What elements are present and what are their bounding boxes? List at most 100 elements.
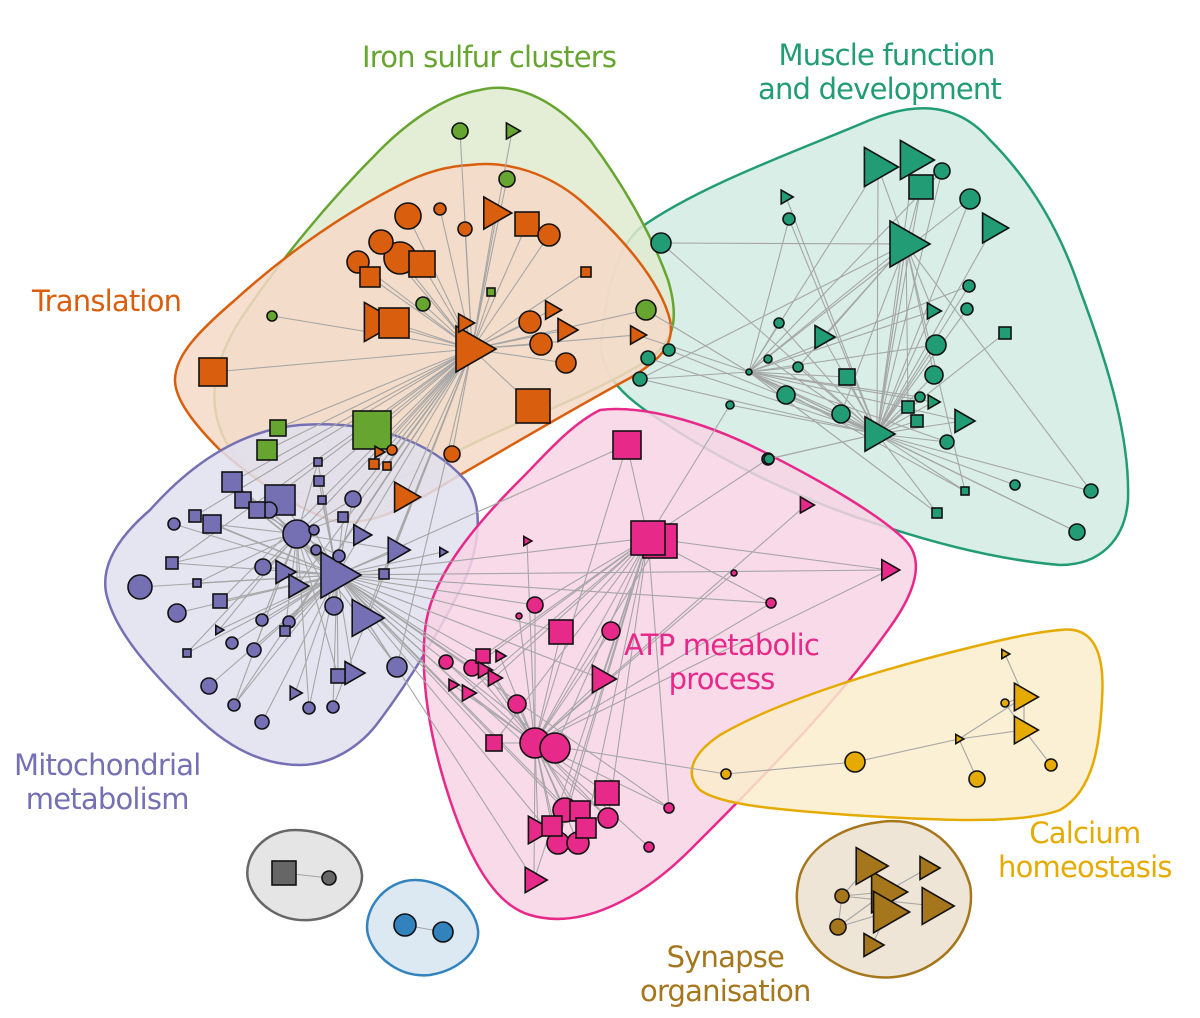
network-edge bbox=[639, 371, 750, 380]
node-square-mito bbox=[192, 578, 202, 588]
node-circle-trans bbox=[518, 310, 542, 334]
network-edge bbox=[171, 348, 473, 564]
node-triangle-mito bbox=[289, 684, 304, 702]
network-edge bbox=[212, 348, 473, 373]
node-circle-atp bbox=[765, 597, 777, 609]
node-square-atp bbox=[612, 430, 642, 460]
network-edge bbox=[797, 366, 878, 435]
cluster-label-iron: Iron sulfur clusters bbox=[362, 40, 617, 74]
network-edge bbox=[534, 572, 735, 744]
node-square-muscle bbox=[910, 414, 924, 428]
node-circle-muscle bbox=[962, 279, 976, 293]
cluster-label-atp-line2: process bbox=[668, 662, 776, 696]
network-edge bbox=[785, 196, 878, 435]
network-edge bbox=[748, 371, 934, 403]
node-square-iron bbox=[269, 419, 287, 437]
node-triangle-muscle bbox=[981, 211, 1011, 245]
node-triangle-atp bbox=[522, 535, 534, 547]
node-circle-atp bbox=[597, 807, 619, 829]
network-edge bbox=[647, 537, 890, 571]
network-edge bbox=[451, 348, 473, 455]
node-circle-mito bbox=[302, 701, 316, 715]
node-triangle-calc bbox=[1000, 648, 1012, 660]
network-edge bbox=[233, 574, 338, 706]
network-edge bbox=[266, 348, 473, 451]
node-triangle-muscle bbox=[889, 219, 932, 269]
node-circle-muscle bbox=[933, 162, 951, 180]
node-triangle-muscle bbox=[780, 188, 795, 206]
node-circle-mito bbox=[308, 524, 320, 536]
network-edge bbox=[748, 322, 780, 373]
node-circle-muscle bbox=[924, 365, 944, 385]
network-edge bbox=[336, 574, 484, 657]
network-edge bbox=[352, 348, 473, 500]
node-circle-muscle bbox=[925, 334, 947, 356]
node-triangle-calc bbox=[1013, 714, 1041, 746]
node-triangle-mito bbox=[320, 550, 363, 600]
network-edge bbox=[336, 574, 562, 633]
network-edge bbox=[336, 574, 495, 744]
node-square-mito bbox=[313, 475, 325, 487]
node-triangle-mito bbox=[215, 624, 226, 636]
node-square-trans bbox=[408, 250, 436, 278]
node-square-atp bbox=[548, 619, 574, 645]
network-edge bbox=[534, 631, 562, 744]
network-edge bbox=[336, 569, 890, 576]
node-triangle-mito bbox=[275, 559, 298, 585]
node-circle-blue bbox=[432, 921, 454, 943]
cluster-label-atp: ATP metabolic process bbox=[624, 628, 820, 696]
network-edge bbox=[645, 309, 750, 373]
network-edge bbox=[876, 166, 879, 435]
node-square-muscle bbox=[908, 174, 934, 200]
network-edge bbox=[854, 738, 960, 763]
network-edge bbox=[748, 371, 1078, 533]
network-edge bbox=[277, 348, 473, 429]
network-edge bbox=[876, 186, 922, 435]
node-square-mito bbox=[317, 495, 327, 505]
network-edge bbox=[261, 574, 338, 723]
node-circle-trans bbox=[457, 221, 473, 237]
network-edge bbox=[905, 243, 1092, 492]
node-square-muscle bbox=[838, 368, 856, 386]
node-square-mito bbox=[202, 514, 222, 534]
node-circle-mito bbox=[310, 544, 322, 556]
node-circle-muscle bbox=[914, 391, 926, 403]
node-triangle-trans bbox=[393, 480, 423, 514]
node-circle-mito bbox=[282, 519, 312, 549]
node-square-iron bbox=[256, 439, 278, 461]
node-circle-grey bbox=[321, 870, 337, 886]
node-circle-muscle bbox=[939, 434, 955, 450]
cluster-label-synapse: Synapse organisation bbox=[640, 940, 811, 1008]
node-circle-muscle bbox=[745, 368, 753, 376]
node-triangle-iron bbox=[505, 121, 523, 141]
network-edge bbox=[336, 574, 536, 606]
node-triangle-syn bbox=[919, 855, 942, 881]
network-edge bbox=[534, 569, 890, 744]
network-edge bbox=[876, 332, 1006, 435]
node-circle-calc bbox=[968, 770, 986, 788]
network-edge bbox=[748, 371, 964, 422]
node-circle-mito bbox=[324, 596, 344, 616]
network-edge bbox=[958, 696, 1025, 740]
node-circle-iron bbox=[415, 296, 431, 312]
node-circle-mito bbox=[344, 490, 362, 508]
network-edge bbox=[607, 537, 649, 819]
network-edge bbox=[647, 404, 731, 539]
node-triangle-atp bbox=[477, 660, 495, 680]
node-circle-muscle bbox=[763, 453, 775, 465]
node-circle-trans bbox=[529, 332, 553, 356]
network-edge bbox=[748, 218, 790, 373]
cluster-label-calcium-line1: Calcium bbox=[1029, 816, 1141, 850]
node-square-trans bbox=[515, 388, 551, 424]
node-triangle-atp bbox=[524, 865, 549, 895]
node-square-iron bbox=[352, 410, 392, 450]
network-edge bbox=[186, 348, 473, 654]
network-edge bbox=[294, 574, 338, 694]
node-circle-atp bbox=[663, 802, 675, 814]
node-circle-trans bbox=[433, 202, 447, 216]
node-circle-atp bbox=[515, 612, 523, 620]
node-circle-muscle bbox=[792, 361, 804, 373]
network-edge bbox=[534, 540, 661, 744]
node-circle-trans bbox=[386, 444, 398, 456]
